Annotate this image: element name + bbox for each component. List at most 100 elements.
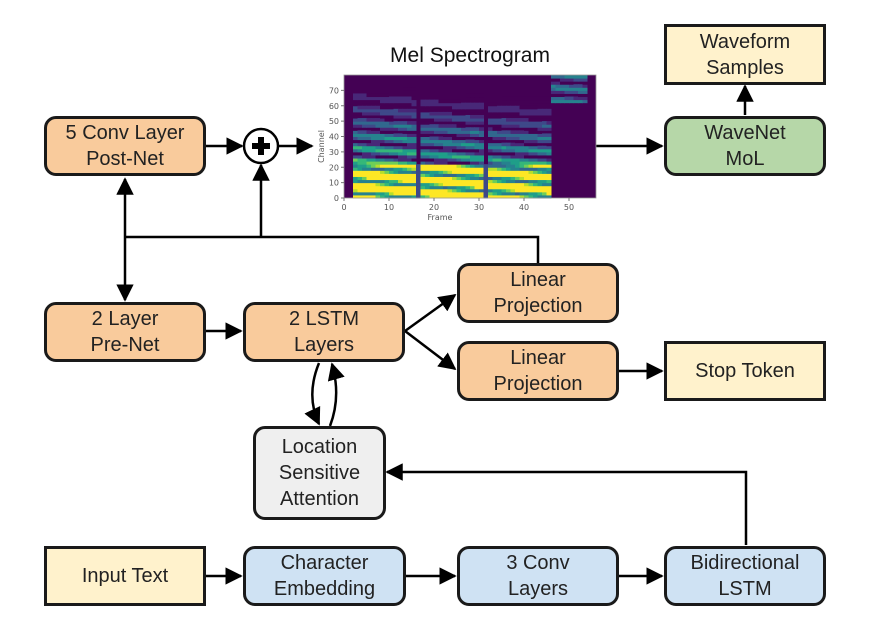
spectrogram-cell bbox=[357, 188, 363, 193]
spectrogram-cell bbox=[438, 151, 444, 156]
spectrogram-cell bbox=[380, 127, 385, 131]
spectrogram-cell bbox=[461, 102, 466, 107]
spectrogram-cell bbox=[569, 87, 574, 91]
spectrogram-cell bbox=[429, 182, 435, 187]
spectrogram-cell bbox=[407, 148, 412, 153]
spectrogram-cell bbox=[443, 99, 448, 104]
spectrogram-cell bbox=[537, 151, 543, 156]
spectrogram-cell bbox=[510, 167, 516, 171]
spectrogram-cell bbox=[474, 164, 480, 168]
spectrogram-cell bbox=[389, 118, 394, 122]
spectrogram-cell bbox=[443, 111, 448, 116]
spectrogram-cell bbox=[546, 161, 552, 165]
spectrogram-cell bbox=[438, 158, 444, 162]
spectrogram-cell bbox=[366, 111, 372, 116]
spectrogram-cell bbox=[456, 185, 462, 190]
spectrogram-cell bbox=[483, 188, 489, 193]
spectrogram-cell bbox=[465, 145, 471, 150]
spectrogram-cell bbox=[470, 194, 475, 199]
spectrogram-cell bbox=[375, 133, 381, 137]
spectrogram-cell bbox=[402, 194, 408, 199]
spectrogram-cell bbox=[528, 130, 534, 134]
spectrogram-cell bbox=[420, 111, 426, 116]
spectrogram-cell bbox=[533, 105, 538, 110]
spectrogram-cell bbox=[501, 148, 507, 153]
spectrogram-cell bbox=[456, 182, 462, 187]
spectrogram-cell bbox=[533, 158, 538, 162]
spectrogram-cell bbox=[371, 158, 376, 162]
spectrogram-cell bbox=[564, 90, 570, 94]
spectrogram-cell bbox=[528, 96, 534, 101]
spectrogram-cell bbox=[474, 176, 480, 181]
spectrogram-cell bbox=[425, 108, 430, 113]
spectrogram-cell bbox=[461, 114, 466, 119]
spectrogram-cell bbox=[443, 185, 448, 190]
spectrogram-cell bbox=[569, 90, 574, 94]
spectrogram-cell bbox=[452, 148, 457, 153]
spectrogram-cell bbox=[411, 167, 417, 171]
spectrogram-cell bbox=[398, 173, 403, 177]
spectrogram-cell bbox=[501, 179, 507, 184]
arrow-lstm-to-linproj1 bbox=[404, 293, 457, 333]
node-label-line: Waveform bbox=[699, 30, 791, 53]
spectrogram-cell bbox=[447, 136, 453, 141]
spectrogram-cell bbox=[551, 90, 556, 94]
spectrogram-cell bbox=[524, 170, 529, 174]
spectrogram-cell bbox=[411, 127, 417, 131]
spectrogram-cell bbox=[353, 102, 358, 107]
spectrogram-cell bbox=[465, 167, 471, 171]
spectrogram-cell bbox=[506, 142, 511, 147]
spectrogram-cell bbox=[537, 161, 543, 165]
spectrogram-cell bbox=[420, 167, 426, 171]
spectrogram-cell bbox=[546, 194, 552, 199]
spectrogram-cell bbox=[546, 148, 552, 153]
spectrogram-cell bbox=[537, 182, 543, 187]
spectrogram-cell bbox=[510, 179, 516, 184]
spectrogram-cell bbox=[528, 136, 534, 141]
spectrogram-cell bbox=[479, 173, 484, 177]
spectrogram-cell bbox=[461, 176, 466, 181]
spectrogram-cell bbox=[506, 130, 511, 134]
spectrogram-cell bbox=[497, 105, 502, 110]
spectrogram-cell bbox=[519, 161, 525, 165]
spectrogram-cell bbox=[398, 158, 403, 162]
spectrogram-cell bbox=[461, 145, 466, 150]
spectrogram-cell bbox=[456, 167, 462, 171]
spectrogram-cell bbox=[456, 179, 462, 184]
spectrogram-cell bbox=[506, 188, 511, 193]
spectrogram-cell bbox=[528, 151, 534, 156]
spectrogram-cell bbox=[407, 136, 412, 141]
spectrogram-cell bbox=[474, 185, 480, 190]
spectrogram-cell bbox=[461, 188, 466, 193]
spectrogram-cell bbox=[429, 148, 435, 153]
spectrogram-cell bbox=[533, 130, 538, 134]
spectrogram-cell bbox=[497, 133, 502, 137]
spectrogram-cell bbox=[398, 127, 403, 131]
spectrogram-cell bbox=[537, 108, 543, 113]
spectrogram-cell bbox=[434, 136, 439, 141]
spectrogram-cell bbox=[429, 111, 435, 116]
spectrogram-cell bbox=[398, 148, 403, 153]
spectrogram-cell bbox=[524, 176, 529, 181]
spectrogram-cell bbox=[578, 90, 583, 94]
spectrogram-cell bbox=[452, 154, 457, 159]
spectrogram-cell bbox=[452, 142, 457, 147]
spectrogram-cell bbox=[533, 148, 538, 153]
spectrogram-cell bbox=[371, 105, 376, 110]
spectrogram-cell bbox=[528, 179, 534, 184]
spectrogram-cell bbox=[542, 151, 547, 156]
spectrogram-cell bbox=[443, 158, 448, 162]
spectrogram-cell bbox=[465, 151, 471, 156]
spectrogram-cell bbox=[542, 121, 547, 125]
spectrogram-cell bbox=[353, 154, 358, 159]
spectrogram-cell bbox=[506, 154, 511, 159]
spectrogram-cell bbox=[434, 102, 439, 107]
spectrogram-cell bbox=[519, 142, 525, 147]
spectrogram-cell bbox=[447, 179, 453, 184]
spectrogram-cell bbox=[470, 148, 475, 153]
spectrogram-cell bbox=[578, 96, 583, 101]
spectrogram-cell bbox=[357, 164, 363, 168]
spectrogram-cell bbox=[362, 99, 367, 104]
spectrogram-cell bbox=[429, 185, 435, 190]
